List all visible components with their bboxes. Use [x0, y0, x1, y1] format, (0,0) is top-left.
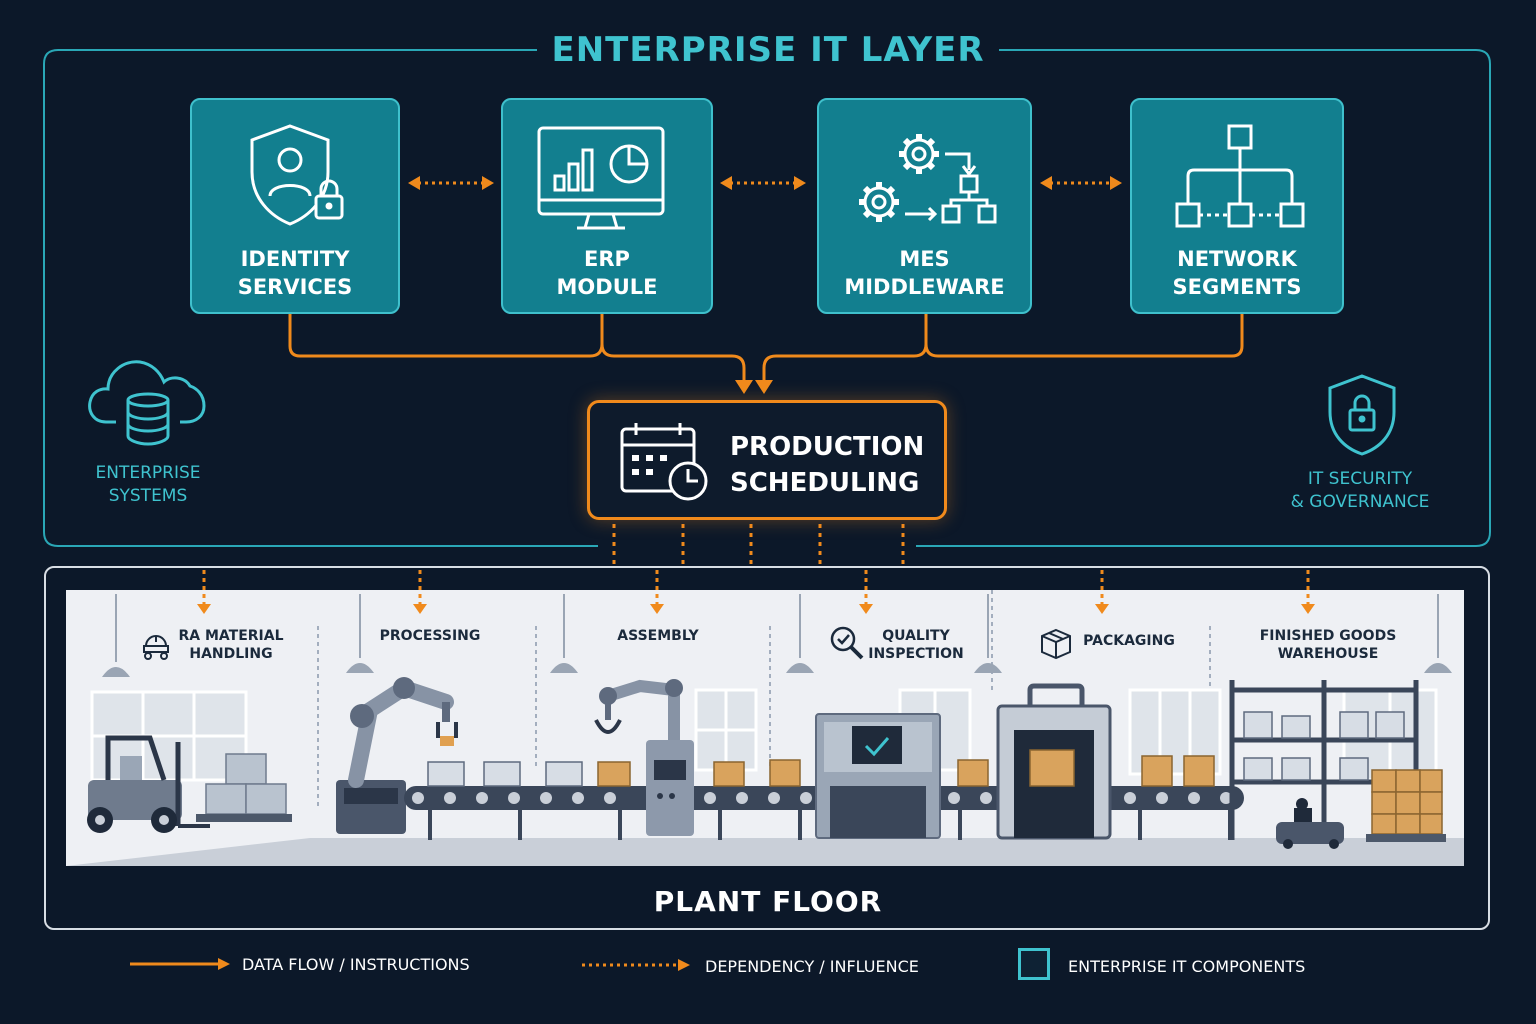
stage-processing-label: PROCESSING — [379, 628, 481, 644]
shield-lock-icon — [1328, 374, 1396, 456]
legend-enterprise-components-label: ENTERPRISE IT COMPONENTS — [1068, 957, 1306, 976]
enterprise-layer-title: ENTERPRISE IT LAYER — [0, 30, 1536, 70]
legend-enterprise-components-swatch — [1018, 948, 1050, 980]
calendar-clock-icon — [620, 423, 708, 501]
schedule-dependency-lines — [612, 524, 905, 566]
legend-data-flow-label: DATA FLOW / INSTRUCTIONS — [242, 955, 470, 974]
magnifier-check-icon — [830, 626, 864, 660]
shield-user-lock-icon — [250, 124, 344, 226]
it-security-label: IT SECURITY& GOVERNANCE — [1290, 469, 1430, 512]
cloud-database-icon — [88, 360, 206, 446]
monitor-chart-icon — [537, 126, 665, 230]
gears-flow-icon — [859, 134, 997, 224]
data-flow-lines — [288, 314, 1244, 382]
plant-floor-title: PLANT FLOOR — [653, 885, 883, 918]
robot-cart-icon — [143, 635, 169, 660]
network-tree-icon — [1175, 124, 1305, 228]
legend-dependency-label: DEPENDENCY / INFLUENCE — [705, 957, 919, 976]
box-icon — [1041, 628, 1071, 660]
legend-data-flow-icon — [130, 958, 230, 970]
plant-floor-frame — [44, 566, 1490, 930]
stage-packaging-label: PACKAGING — [1083, 633, 1175, 649]
stage-assembly-label: ASSEMBLY — [617, 628, 699, 644]
legend-dependency-icon — [582, 959, 690, 971]
